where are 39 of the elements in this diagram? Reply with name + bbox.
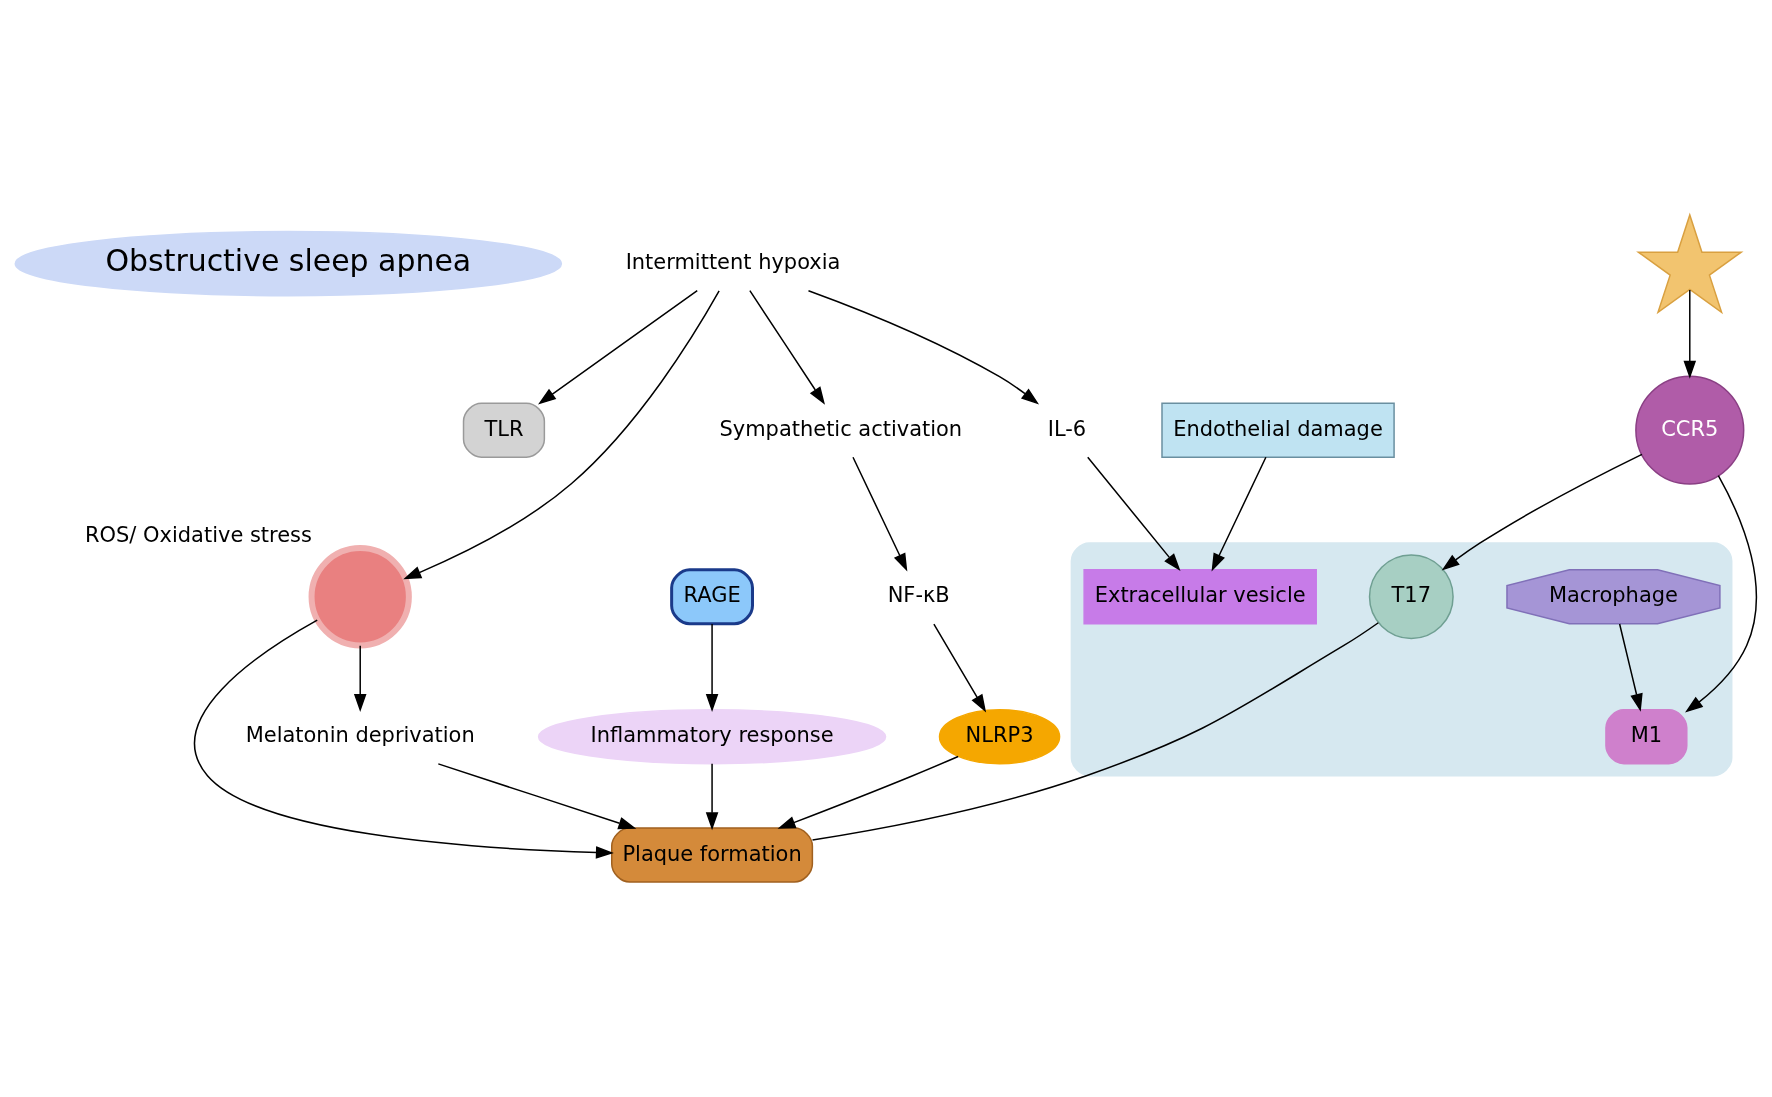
arrow	[777, 755, 959, 829]
node-box: Extracellular vesicle	[1083, 569, 1317, 625]
arrow	[749, 289, 825, 405]
node-label: ROS/ Oxidative stress	[85, 523, 312, 548]
arrow	[403, 290, 720, 580]
cluster	[1070, 542, 1733, 777]
arrow	[1685, 474, 1758, 713]
node-circle: T17	[1368, 554, 1454, 640]
node-box: Plaque formation	[611, 827, 814, 883]
node-text: NF-κB	[887, 583, 950, 608]
node-text: Sympathetic activation	[719, 416, 963, 441]
node-text: Melatonin deprivation	[245, 723, 475, 748]
arrow	[1087, 456, 1181, 572]
node-ellipse: Obstructive sleep apnea	[14, 230, 563, 297]
arrow	[1618, 623, 1643, 712]
arrow	[807, 289, 1040, 405]
node-circle: CCR5	[1635, 375, 1745, 485]
node-box: RAGE	[670, 568, 754, 626]
connector	[811, 622, 1380, 841]
node-text: Intermittent hypoxia	[625, 250, 841, 275]
node-box: Endothelial damage	[1161, 402, 1395, 458]
arrow	[538, 289, 698, 405]
arrow	[933, 623, 987, 713]
arrow	[705, 763, 719, 831]
node-ellipse: NLRP3	[938, 709, 1061, 765]
node-box: M1	[1605, 709, 1688, 765]
node-box: TLR	[462, 402, 546, 458]
arrow	[1683, 289, 1697, 379]
arrow	[1211, 456, 1267, 572]
node-picture	[1636, 212, 1744, 315]
node-circle	[308, 545, 412, 649]
arrow	[705, 623, 719, 712]
arrow	[193, 619, 614, 859]
node-ellipse: Inflammatory response	[537, 709, 887, 765]
arrow	[437, 763, 637, 830]
arrow	[1441, 453, 1643, 571]
arrow	[852, 456, 908, 572]
node-text: IL-6	[1047, 416, 1087, 441]
arrow	[353, 645, 367, 713]
